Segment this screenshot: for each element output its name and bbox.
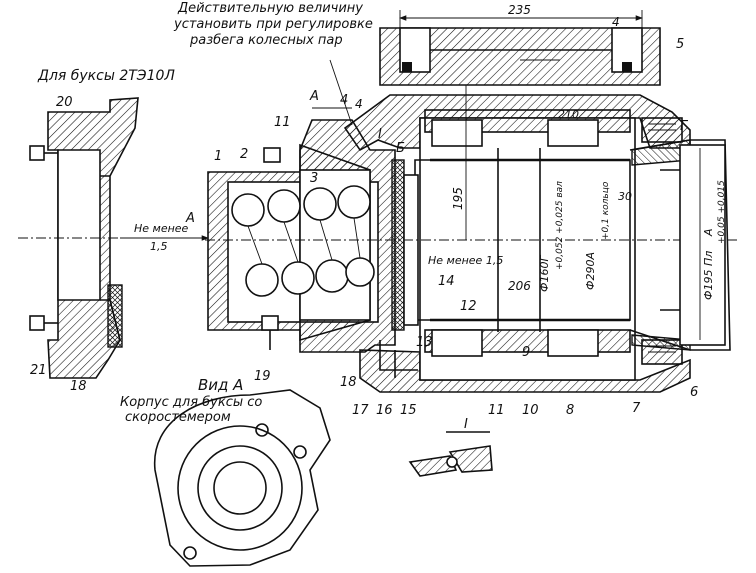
part-1: 1 <box>214 149 222 164</box>
springs <box>231 185 375 297</box>
dim-210: 210 <box>558 108 579 121</box>
part-10: 10 <box>522 403 539 418</box>
part-12: 12 <box>460 299 477 314</box>
dim-30: 30 <box>618 190 632 203</box>
bore-d195-tol: +0,05 +0,015 <box>717 180 727 244</box>
part-11: 11 <box>488 403 505 418</box>
left-title: Для буксы 2ТЭ10Л <box>37 68 175 84</box>
arrow-a-top: А <box>309 89 319 104</box>
part-11-top: 11 <box>274 115 291 130</box>
part-18: 18 <box>340 375 357 390</box>
part-9: 9 <box>522 345 530 360</box>
gap-left-value: 1,5 <box>150 240 168 253</box>
note-line-2: установить при регулировке <box>173 17 373 32</box>
dim-235: 235 <box>508 3 531 17</box>
bore-d290-tol: +0,1 кольцо <box>601 181 611 240</box>
bore-d290: Ф290А <box>584 252 597 290</box>
part-20: 20 <box>56 95 73 110</box>
part-2: 2 <box>240 147 248 162</box>
bore-d195: Ф195 Пл <box>702 251 715 300</box>
part-16: 16 <box>376 403 393 418</box>
dim-195: 195 <box>451 187 465 210</box>
detail-i <box>408 431 493 477</box>
detail-mark: I <box>378 127 382 142</box>
gap-center: Не менее 1,5 <box>428 254 503 267</box>
part-8: 8 <box>566 403 574 418</box>
view-a-caption-2: скоростемером <box>125 410 231 425</box>
dimension-lines <box>120 10 701 340</box>
dim-206: 206 <box>508 279 531 293</box>
arrow-a-left: А <box>185 211 195 226</box>
bore-d160-tol: +0,052 +0,025 вал <box>555 181 565 270</box>
gap-left-label: Не менее <box>134 222 189 235</box>
bore-d160: Ф160Г <box>538 255 551 292</box>
dim-4-note: 4 <box>355 97 363 111</box>
view-a <box>153 389 331 567</box>
part-17: 17 <box>352 403 369 418</box>
part-21: 21 <box>30 363 47 378</box>
view-a-title: Вид А <box>198 376 243 394</box>
part-5: 5 <box>676 37 684 52</box>
bearings <box>424 109 631 357</box>
detail-i-label: I <box>464 417 468 432</box>
tol-a: А <box>702 228 715 237</box>
labyrinth-ring <box>679 144 726 346</box>
part-13: 13 <box>416 335 433 350</box>
view-a-caption-1: Корпус для буксы со <box>120 395 262 410</box>
note-line-1: Действительную величину <box>177 1 363 16</box>
mark-g: Г <box>680 119 689 134</box>
part-7: 7 <box>632 401 641 416</box>
part-14: 14 <box>438 274 455 289</box>
part-6: 6 <box>690 385 698 400</box>
section-b: Б <box>396 141 405 156</box>
part-3: 3 <box>310 171 318 186</box>
top-plate <box>379 27 661 86</box>
part-19: 19 <box>254 369 271 384</box>
dim-4-top: 4 <box>612 15 620 29</box>
rear-seal <box>641 117 683 365</box>
note-line-3: разбега колесных пар <box>189 33 343 48</box>
part-4: 4 <box>340 93 348 108</box>
part-18-left: 18 <box>70 379 87 394</box>
part-15: 15 <box>400 403 417 418</box>
left-cover-variant <box>18 97 210 379</box>
front-cover <box>207 119 419 378</box>
